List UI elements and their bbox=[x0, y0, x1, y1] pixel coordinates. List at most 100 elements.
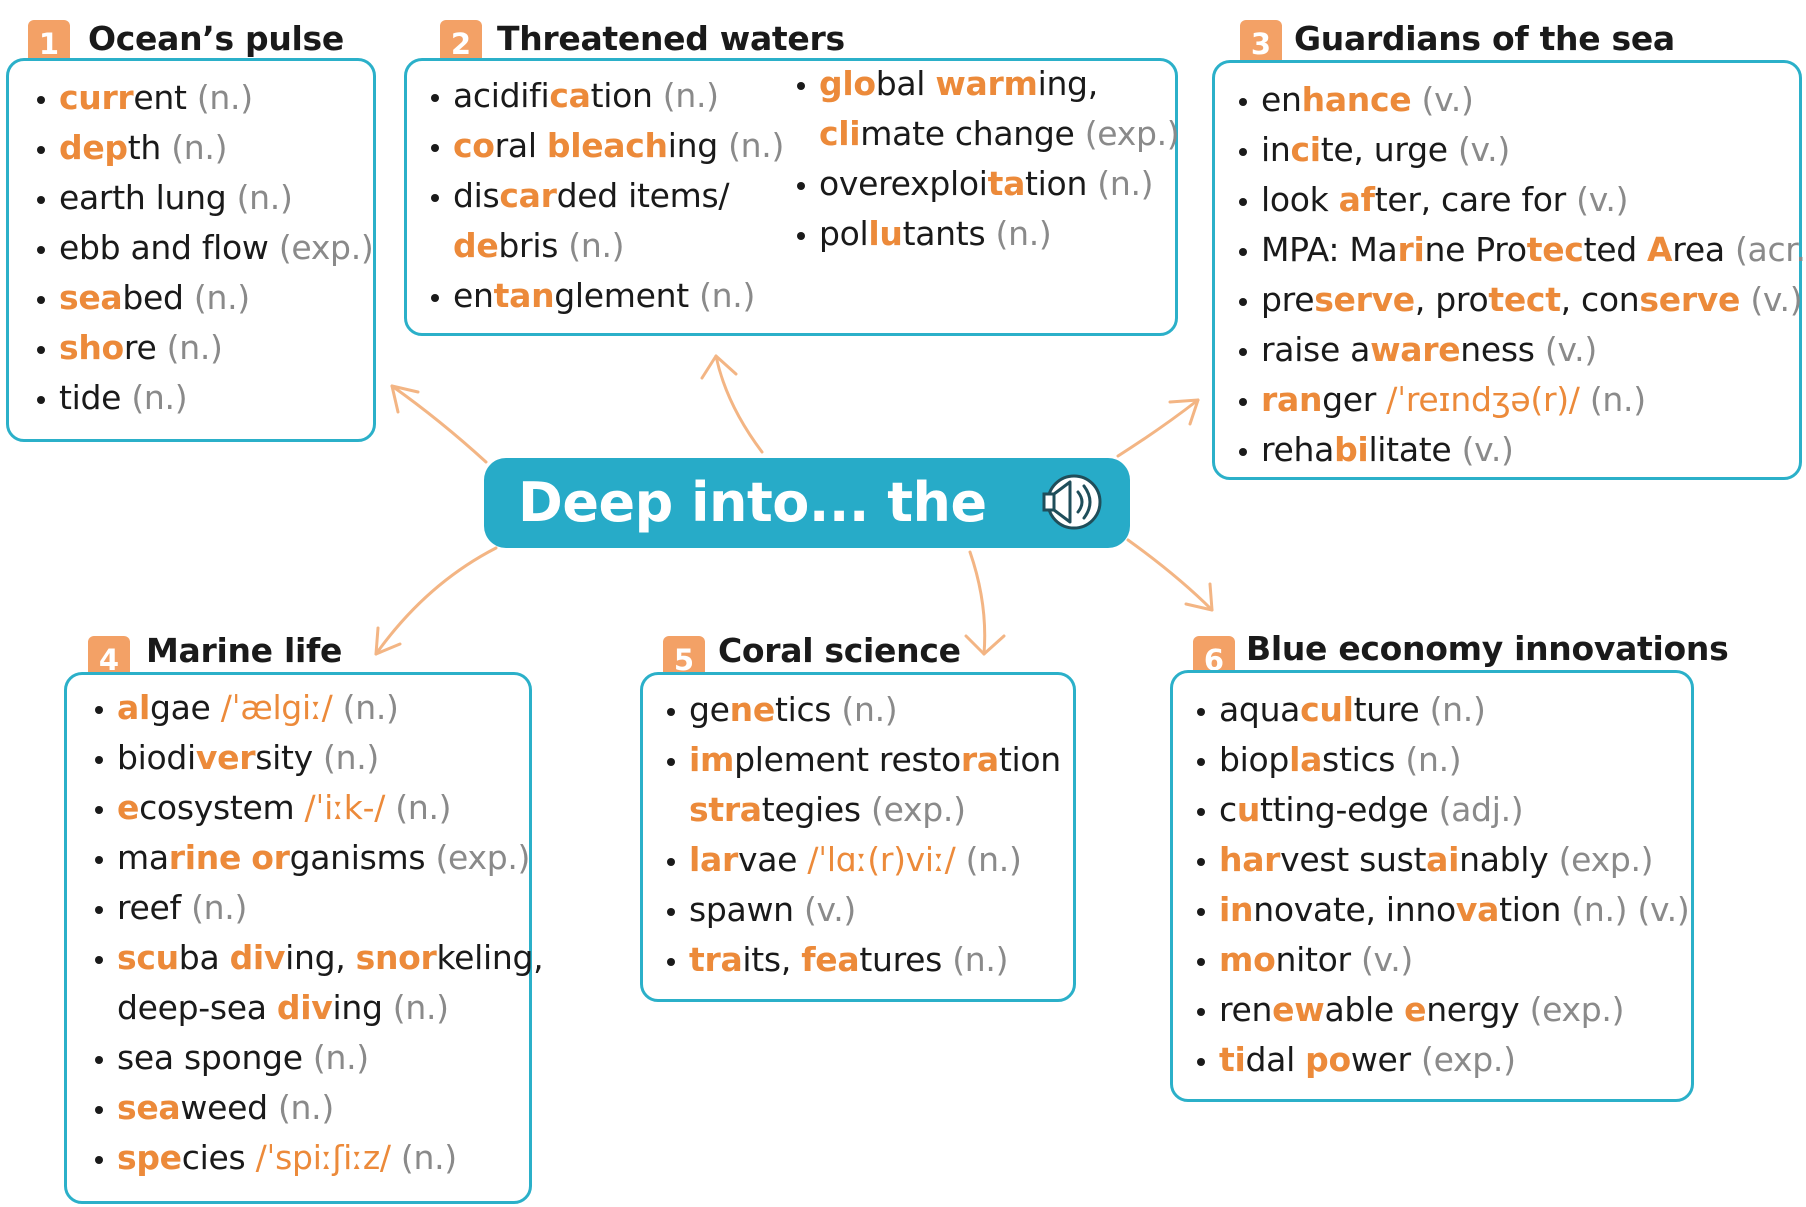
part-of-speech: (n.) bbox=[952, 940, 1009, 979]
vocab-item-continuation: debris (n.) bbox=[429, 221, 784, 271]
word-text: bed bbox=[122, 278, 194, 317]
word-text bbox=[955, 840, 965, 879]
vocab-item: innovate, innovation (n.) (v.) bbox=[1195, 885, 1691, 935]
vocab-item: tidal power (exp.) bbox=[1195, 1035, 1691, 1085]
word-text bbox=[1580, 380, 1590, 419]
arrow-to-section-2 bbox=[700, 354, 764, 454]
word-text: wer bbox=[1350, 1040, 1421, 1079]
section-title: Blue economy innovations bbox=[1246, 629, 1729, 668]
highlighted-syllable: ran bbox=[1261, 380, 1323, 419]
part-of-speech: (exp.) bbox=[871, 790, 966, 829]
section-box-oceans-pulse: current (n.)depth (n.)earth lung (n.)ebb… bbox=[6, 58, 376, 442]
word-text: ture bbox=[1353, 690, 1430, 729]
highlighted-syllable: al bbox=[117, 688, 150, 727]
highlighted-syllable: ta bbox=[987, 164, 1026, 203]
word-text: ba bbox=[178, 938, 230, 977]
phonetic-transcription: /ˈreɪndʒə(r)/ bbox=[1386, 380, 1580, 419]
word-text: tegies bbox=[761, 790, 872, 829]
part-of-speech: (n.) bbox=[196, 78, 253, 117]
center-title: Deep into... the blue bbox=[484, 458, 1130, 624]
word-text: vest sust bbox=[1280, 840, 1427, 879]
highlighted-syllable: co bbox=[453, 126, 495, 165]
vocab-item: species /ˈspiːʃiːz/ (n.) bbox=[93, 1133, 529, 1183]
part-of-speech: (v.) bbox=[1421, 80, 1474, 119]
word-text: reef bbox=[117, 888, 192, 927]
word-text: reha bbox=[1261, 430, 1335, 469]
part-of-speech: (adj.) bbox=[1438, 790, 1524, 829]
part-of-speech: (exp.) bbox=[278, 228, 374, 267]
part-of-speech: (n.) bbox=[1097, 164, 1154, 203]
part-of-speech: (exp.) bbox=[1421, 1040, 1516, 1079]
vocab-item: marine organisms (exp.) bbox=[93, 833, 530, 883]
section-box-threatened-waters: acidification (n.)coral bleaching (n.)di… bbox=[404, 58, 1180, 336]
highlighted-syllable: snor bbox=[355, 938, 437, 977]
word-text: tures bbox=[859, 940, 953, 979]
word-text: en bbox=[1261, 80, 1302, 119]
section-number-badge: 3 bbox=[1240, 20, 1282, 64]
highlighted-syllable: sea bbox=[59, 278, 123, 317]
part-of-speech: (n.) bbox=[342, 688, 399, 727]
highlighted-syllable: serve bbox=[1314, 280, 1415, 319]
highlighted-syllable: tect bbox=[1488, 280, 1561, 319]
vocab-item: overexploitation (n.) bbox=[795, 159, 1179, 209]
highlighted-syllable: la bbox=[1289, 740, 1323, 779]
part-of-speech: (v.) bbox=[1360, 940, 1413, 979]
part-of-speech: (acr.) bbox=[1734, 230, 1806, 269]
highlighted-syllable: ver bbox=[195, 738, 256, 777]
word-text bbox=[1411, 80, 1421, 119]
vocab-item: bioplastics (n.) bbox=[1195, 735, 1691, 785]
word-text: dis bbox=[453, 176, 500, 215]
phonetic-transcription: /ˈælgiː/ bbox=[220, 688, 333, 727]
highlighted-syllable: tra bbox=[689, 940, 743, 979]
word-text: ral bbox=[494, 126, 547, 165]
word-text: pol bbox=[819, 214, 869, 253]
word-text: ded items/ bbox=[556, 176, 730, 215]
highlighted-syllable: div bbox=[276, 988, 333, 1027]
word-text: ganisms bbox=[289, 838, 436, 877]
section-box-marine-life: algae /ˈælgiː/ (n.)biodiversity (n.)ecos… bbox=[64, 672, 544, 1204]
vocab-item: cutting-edge (adj.) bbox=[1195, 785, 1691, 835]
highlighted-syllable: po bbox=[1305, 1040, 1351, 1079]
vocab-item: discarded items/ bbox=[429, 171, 784, 221]
part-of-speech: (n.) bbox=[131, 378, 188, 417]
section-title: Coral science bbox=[718, 631, 961, 670]
highlighted-syllable: rine bbox=[168, 838, 242, 877]
vocab-item: reef (n.) bbox=[93, 883, 529, 933]
part-of-speech: (n.) (v.) bbox=[1571, 890, 1690, 929]
highlighted-syllable: ne bbox=[729, 690, 776, 729]
word-text: its, bbox=[742, 940, 802, 979]
word-text: overexploi bbox=[819, 164, 988, 203]
vocab-list: enhance (v.)incite, urge (v.)look after,… bbox=[1237, 75, 1806, 475]
highlighted-syllable: cul bbox=[1300, 690, 1354, 729]
section-box-blue-economy-innovations: aquaculture (n.)bioplastics (n.)cutting-… bbox=[1170, 670, 1694, 1102]
vocab-item: spawn (v.) bbox=[665, 885, 1073, 935]
word-text: able bbox=[1324, 990, 1405, 1029]
part-of-speech: (v.) bbox=[1461, 430, 1514, 469]
word-text: bris bbox=[498, 226, 569, 265]
word-text: ren bbox=[1219, 990, 1273, 1029]
part-of-speech: (v.) bbox=[1750, 280, 1803, 319]
highlighted-syllable: sea bbox=[117, 1088, 181, 1127]
highlighted-syllable: ware bbox=[1370, 330, 1461, 369]
word-text: dal bbox=[1245, 1040, 1306, 1079]
word-text: ing, bbox=[285, 938, 356, 977]
section-number-badge: 1 bbox=[28, 20, 70, 64]
word-text: nergy bbox=[1426, 990, 1530, 1029]
word-text: ter, care for bbox=[1374, 180, 1577, 219]
part-of-speech: (n.) bbox=[995, 214, 1052, 253]
word-text: deep-sea bbox=[117, 988, 277, 1027]
word-text: ebb and flow bbox=[59, 228, 279, 267]
highlighted-syllable: ri bbox=[1397, 230, 1425, 269]
vocab-item: ecosystem /ˈiːk-/ (n.) bbox=[93, 783, 529, 833]
arrow-to-section-5 bbox=[964, 550, 1006, 656]
speaker-icon[interactable] bbox=[1040, 466, 1104, 538]
vocab-item: incite, urge (v.) bbox=[1237, 125, 1799, 175]
part-of-speech: (n.) bbox=[395, 788, 452, 827]
arrow-to-section-1 bbox=[390, 384, 488, 464]
vocab-list: aquaculture (n.)bioplastics (n.)cutting-… bbox=[1195, 685, 1691, 1085]
vocab-item: look after, care for (v.) bbox=[1237, 175, 1799, 225]
vocab-item: aquaculture (n.) bbox=[1195, 685, 1691, 735]
highlighted-syllable: fea bbox=[801, 940, 860, 979]
